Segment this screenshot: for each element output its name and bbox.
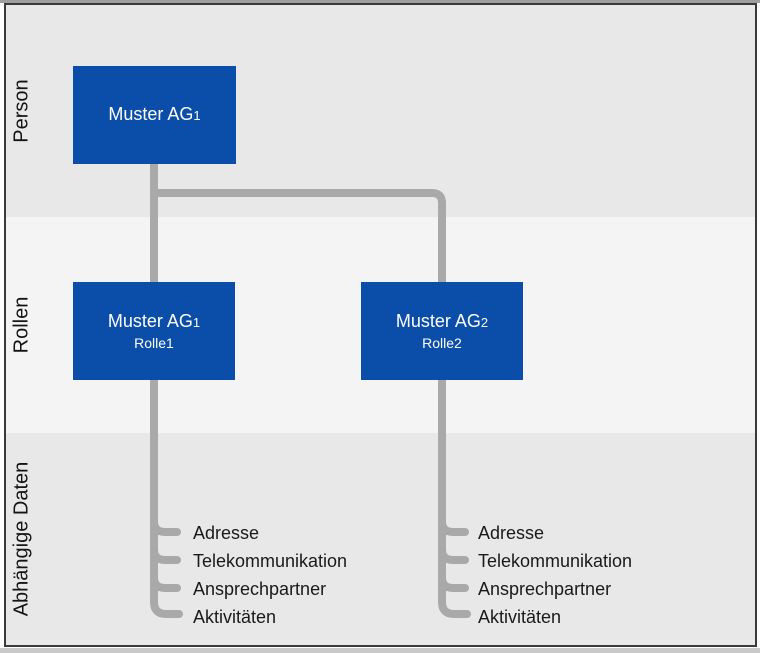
role-box-rolle1: Muster AG1 Rolle1 (73, 282, 235, 380)
role-box-rolle1-index: 1 (192, 315, 201, 330)
dependent-item-adresse: Adresse (193, 523, 260, 543)
person-box: Muster AG1 (73, 66, 236, 164)
dependent-item-aktivitaeten: Aktivitäten (478, 607, 562, 627)
dependent-list-rolle1: Adresse Telekommunikation Ansprechpartne… (193, 519, 347, 631)
role-box-rolle2-index: 2 (480, 315, 489, 330)
person-box-name: Muster AG (108, 104, 194, 124)
role-box-rolle2-role: Rolle2 (422, 335, 462, 351)
dependent-item-ansprechpartner: Ansprechpartner (193, 579, 327, 599)
person-box-title: Muster AG1 (108, 103, 200, 127)
person-box-index: 1 (193, 108, 201, 123)
outer-top-strip (0, 0, 760, 3)
role-box-rolle1-name: Muster AG (107, 311, 193, 331)
role-box-rolle2-title: Muster AG2 (396, 310, 488, 334)
dependent-item-telekommunikation: Telekommunikation (478, 551, 633, 571)
role-box-rolle2-name: Muster AG (395, 311, 481, 331)
outer-bottom-strip (0, 648, 760, 653)
role-box-rolle2: Muster AG2 Rolle2 (361, 282, 523, 380)
role-box-rolle1-title: Muster AG1 (108, 310, 200, 334)
band-dependent-data (6, 433, 755, 645)
dependent-list-rolle2: Adresse Telekommunikation Ansprechpartne… (478, 519, 632, 631)
dependent-item-adresse: Adresse (478, 523, 545, 543)
role-box-rolle1-role: Rolle1 (134, 335, 174, 351)
dependent-item-aktivitaeten: Aktivitäten (193, 607, 277, 627)
diagram-frame (4, 3, 757, 647)
dependent-item-ansprechpartner: Ansprechpartner (478, 579, 612, 599)
dependent-item-telekommunikation: Telekommunikation (193, 551, 348, 571)
